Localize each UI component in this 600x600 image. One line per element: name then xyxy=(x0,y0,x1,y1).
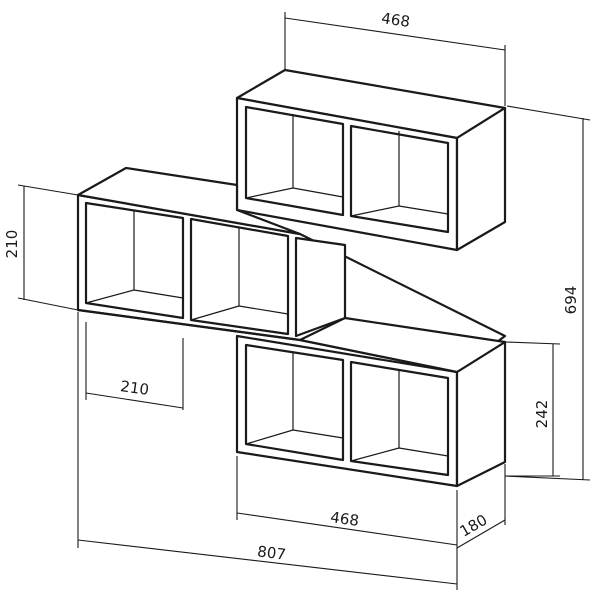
bottom-left-cell-floor xyxy=(292,429,344,439)
middle-unit-bottom-edge xyxy=(77,308,301,342)
bottom-right-cell-floor xyxy=(398,447,449,457)
dim-overall-height: 694 xyxy=(562,286,580,315)
bottom-unit-cell-left xyxy=(244,343,345,462)
middle-unit-top-face xyxy=(76,166,302,236)
top-unit xyxy=(235,68,507,252)
dim-left-height: 210 xyxy=(3,230,21,259)
top-unit-side-face xyxy=(455,106,507,252)
dim-top-width: 468 xyxy=(380,9,411,31)
mid-cell-2-floor xyxy=(238,305,289,315)
top-left-cell-floor xyxy=(292,187,344,198)
top-unit-cell-left xyxy=(244,105,345,217)
dimension-lines xyxy=(17,12,591,590)
middle-unit-cell-3 xyxy=(294,236,347,338)
mid-cell-1-floor xyxy=(133,289,184,299)
dim-depth: 180 xyxy=(457,511,491,541)
dim-cell-width: 210 xyxy=(119,377,150,399)
dim-bottom-width: 468 xyxy=(329,508,360,530)
bottom-unit xyxy=(235,334,507,488)
dim-overall-width: 807 xyxy=(256,542,287,563)
dim-right-height: 242 xyxy=(533,400,551,429)
top-right-cell-floor xyxy=(398,205,449,215)
